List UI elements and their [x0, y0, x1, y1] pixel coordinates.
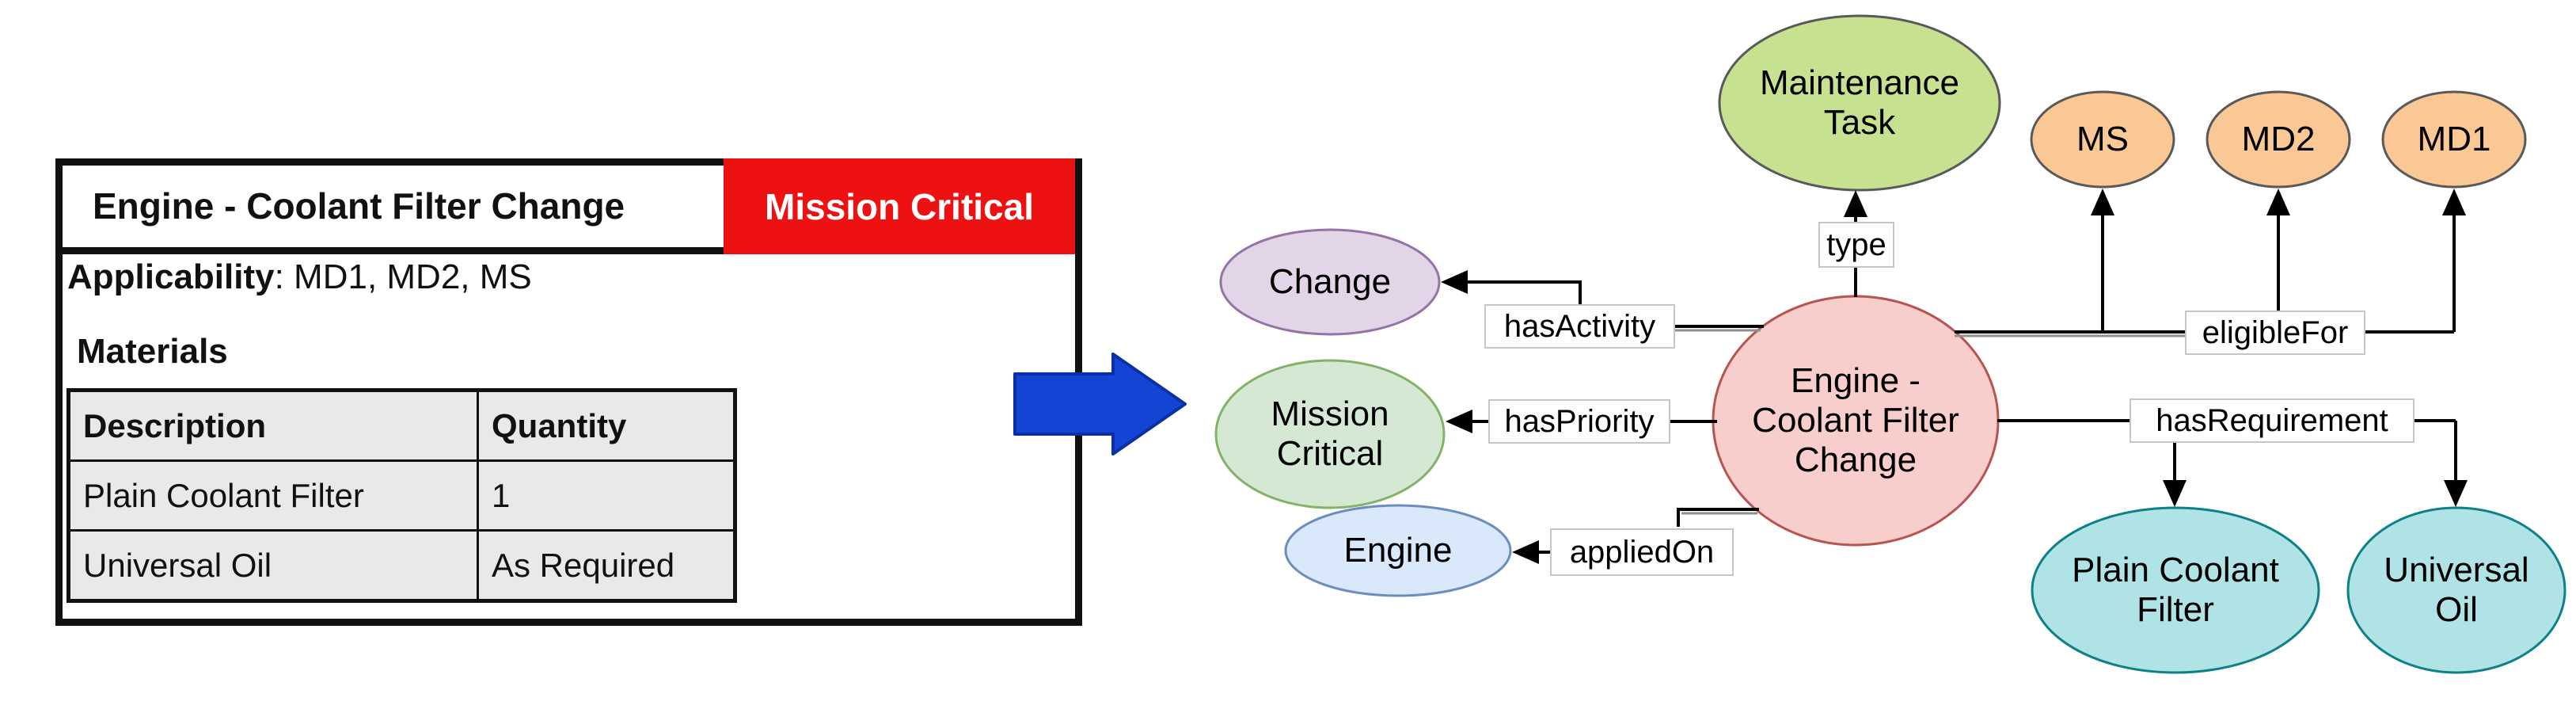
material-quantity: 1	[477, 459, 736, 532]
edge-label-has-activity: hasActivity	[1484, 304, 1675, 349]
material-description: Universal Oil	[67, 529, 479, 602]
edge-label-applied-on: appliedOn	[1550, 528, 1734, 576]
edge-label-type: type	[1818, 222, 1894, 268]
node-md2-label: MD2	[2241, 119, 2316, 158]
edge-label-has-priority: hasPriority	[1488, 399, 1670, 444]
mission-critical-badge: Mission Critical	[724, 158, 1075, 254]
node-change-label: Change	[1268, 261, 1392, 301]
node-maintenance-task-label: Maintenance Task	[1760, 63, 1959, 142]
materials-col-description: Description	[67, 389, 479, 462]
material-quantity: As Required	[477, 529, 736, 602]
materials-table: Description Quantity Plain Coolant Filte…	[66, 388, 737, 603]
materials-header-row: Description Quantity	[67, 389, 736, 462]
materials-heading: Materials	[77, 332, 228, 371]
edge-label-eligible-for: eligibleFor	[2185, 311, 2365, 355]
edge-label-has-requirement: hasRequirement	[2130, 398, 2415, 443]
materials-col-quantity: Quantity	[477, 389, 736, 462]
card-title-row: Engine - Coolant Filter Change Mission C…	[63, 158, 1075, 254]
node-task-label: Engine - Coolant Filter Change	[1752, 360, 1959, 480]
node-ms-label: MS	[2076, 119, 2129, 158]
applicability-values: : MD1, MD2, MS	[274, 257, 532, 296]
table-row: Universal Oil As Required	[67, 529, 736, 602]
maintenance-task-card: Engine - Coolant Filter Change Mission C…	[55, 158, 1082, 626]
node-mission-critical-label: Mission Critical	[1271, 394, 1389, 473]
applicability-line: Applicability: MD1, MD2, MS	[67, 257, 532, 297]
node-plain-coolant-filter-label: Plain Coolant Filter	[2072, 550, 2279, 629]
applicability-label: Applicability	[67, 257, 275, 296]
table-row: Plain Coolant Filter 1	[67, 459, 736, 532]
card-title: Engine - Coolant Filter Change	[93, 185, 625, 227]
node-md1-label: MD1	[2417, 119, 2491, 158]
material-description: Plain Coolant Filter	[67, 459, 479, 532]
node-universal-oil-label: Universal Oil	[2384, 550, 2529, 629]
node-engine-label: Engine	[1343, 530, 1453, 570]
